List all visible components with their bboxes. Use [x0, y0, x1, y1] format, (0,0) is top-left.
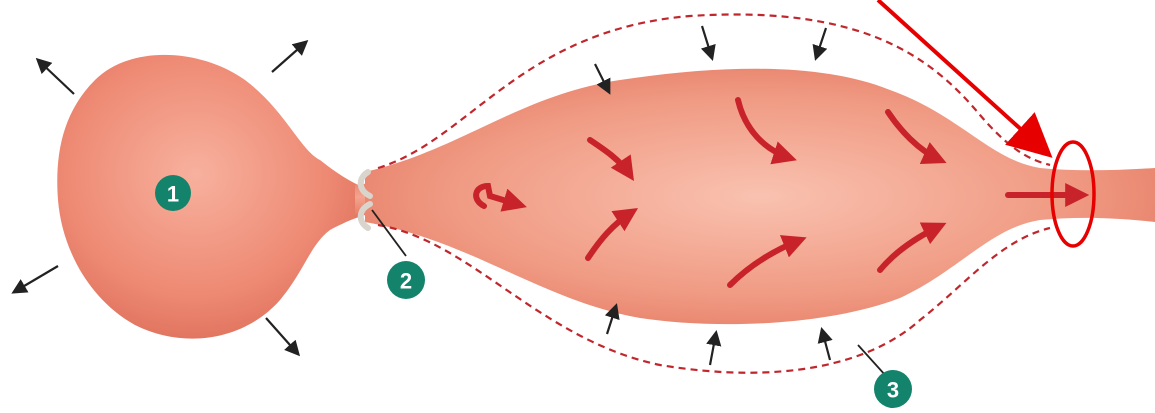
- arrow-icon: [710, 333, 716, 365]
- arrow-icon: [272, 42, 306, 72]
- arrow-icon: [266, 318, 298, 354]
- arrow-icon: [816, 28, 826, 58]
- svg-text:2: 2: [400, 269, 412, 294]
- arrow-icon: [702, 26, 712, 58]
- badge-3: 3: [874, 370, 912, 408]
- arrow-icon: [38, 60, 74, 94]
- badge-1: 1: [155, 175, 191, 211]
- svg-text:3: 3: [887, 378, 899, 403]
- bulb-chamber: [57, 55, 365, 339]
- arrow-icon: [822, 330, 830, 360]
- badge-2: 2: [387, 261, 425, 299]
- arrow-icon: [14, 266, 58, 292]
- svg-text:1: 1: [167, 182, 179, 207]
